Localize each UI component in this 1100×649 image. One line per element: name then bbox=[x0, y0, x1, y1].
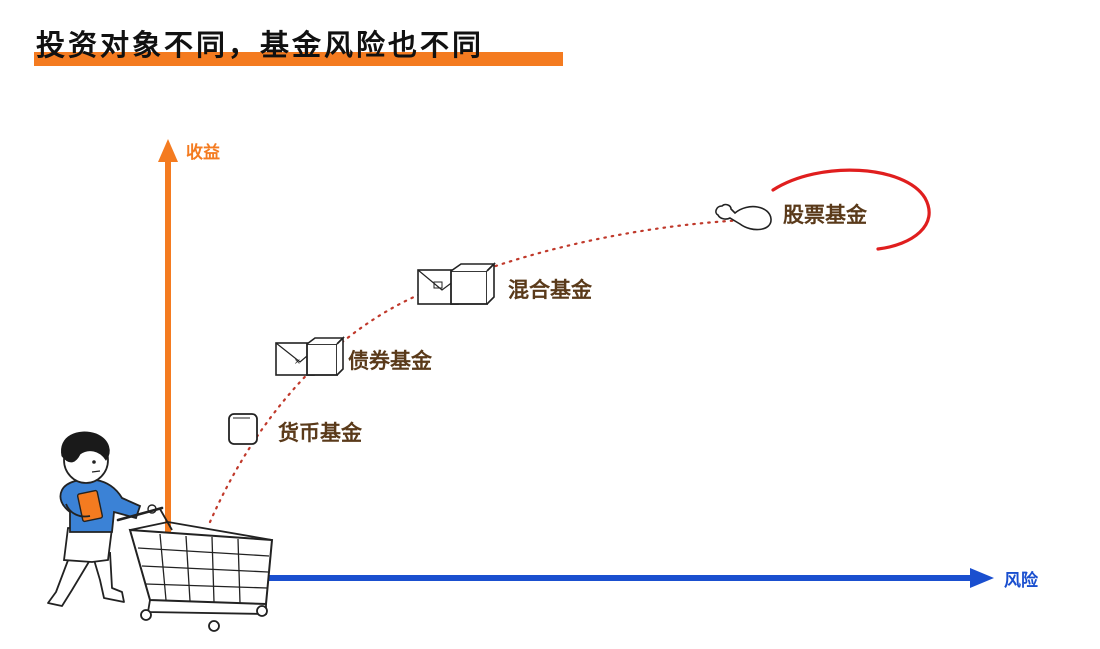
risk-axis-arrow-icon bbox=[970, 568, 994, 588]
shopper-illustration bbox=[47, 431, 274, 632]
highlight-circle bbox=[771, 168, 931, 251]
bond-fund-label: 债券基金 bbox=[348, 349, 433, 373]
return-axis-label: 收益 bbox=[186, 142, 220, 163]
trajectory-path bbox=[208, 218, 747, 524]
return-axis bbox=[158, 139, 178, 540]
mixed-fund-envelope-box-icon bbox=[417, 262, 496, 305]
svg-text:×: × bbox=[294, 357, 301, 366]
stock-fund-chicken-leg-icon bbox=[715, 203, 772, 231]
return-axis-arrow-icon bbox=[158, 139, 178, 162]
title-underline bbox=[34, 52, 563, 66]
money-fund-box-icon bbox=[228, 413, 258, 445]
mixed-fund-label: 混合基金 bbox=[508, 278, 593, 302]
money-fund-label: 货币基金 bbox=[278, 421, 363, 445]
stock-fund-label: 股票基金 bbox=[783, 203, 868, 227]
page-title: 投资对象不同，基金风险也不同 bbox=[36, 28, 485, 62]
risk-axis bbox=[240, 568, 994, 588]
bond-fund-envelope-box-icon: × bbox=[275, 336, 345, 376]
risk-axis-label: 风险 bbox=[1004, 570, 1039, 591]
